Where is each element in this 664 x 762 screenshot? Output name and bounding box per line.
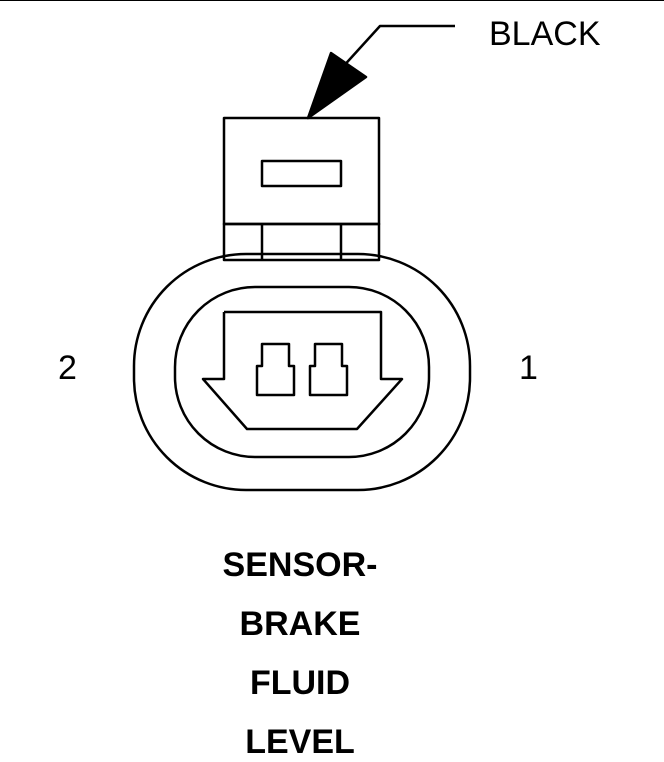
terminal-pin-2 — [255, 342, 296, 397]
component-title-line-2: BRAKE — [239, 605, 361, 643]
lock-tab — [222, 116, 381, 226]
component-title-line-1: SENSOR- — [222, 546, 378, 584]
leader-arrowhead — [306, 51, 368, 120]
pin-number-left: 2 — [58, 349, 77, 387]
connector-inner-face — [173, 285, 431, 459]
component-title-line-4: LEVEL — [245, 723, 355, 761]
top-border-line — [0, 0, 664, 1]
connector-outer-body — [132, 252, 472, 492]
pin-number-right: 1 — [519, 349, 538, 387]
terminal-pin-1 — [308, 342, 349, 397]
terminal-cavity — [201, 310, 404, 431]
lock-tab-slot — [260, 159, 343, 188]
component-title-line-3: FLUID — [249, 664, 351, 702]
lock-tab-base — [222, 222, 381, 262]
leader-line — [339, 24, 455, 71]
wire-color-label: BLACK — [489, 15, 601, 53]
